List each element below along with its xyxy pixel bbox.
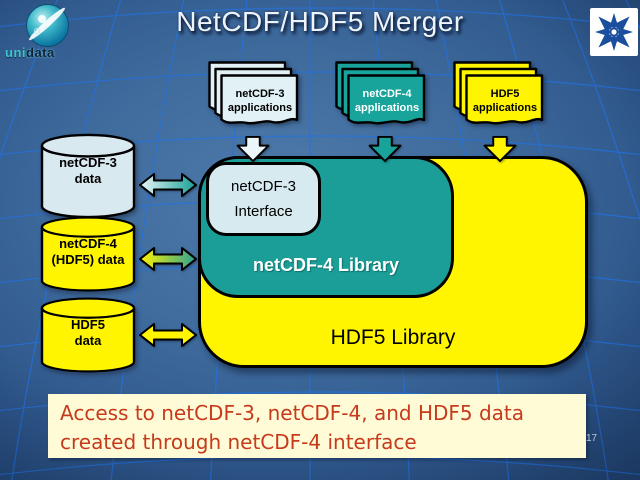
netcdf3-data-cylinder-icon	[40, 133, 136, 219]
netcdf4-data-cylinder-icon	[40, 216, 136, 292]
down-arrow-icon	[483, 136, 517, 163]
double-arrow-icon	[139, 323, 197, 347]
stack-label: netCDF-3 applications	[227, 88, 293, 114]
datastore-label: netCDF-4 (HDF5) data	[51, 236, 125, 267]
down-arrow-icon	[236, 136, 270, 163]
ncar-logo	[590, 8, 638, 56]
double-arrow-icon	[139, 247, 197, 271]
caption-box: Access to netCDF-3, netCDF-4, and HDF5 d…	[48, 394, 586, 458]
document-stack-icon	[208, 61, 299, 125]
double-arrow-icon	[139, 173, 197, 197]
datastore-label: netCDF-3 data	[59, 155, 117, 186]
unidata-wordmark-uni: uni	[5, 45, 26, 60]
hdf5-library-label: HDF5 Library	[330, 326, 456, 349]
netcdf3-applications-stack: netCDF-3 applications	[208, 61, 308, 147]
down-arrow-icon	[368, 136, 402, 163]
netcdf3-interface-box	[206, 162, 321, 236]
datastore-label: HDF5 data	[71, 317, 105, 348]
unidata-sphere-icon	[26, 4, 69, 47]
stack-label: HDF5 applications	[472, 88, 538, 114]
netcdf4-library-label: netCDF-4 Library	[252, 255, 400, 275]
document-stack-icon	[335, 61, 426, 125]
netcdf4-applications-stack: netCDF-4 applications	[335, 61, 435, 147]
eight-point-star-icon	[595, 13, 633, 51]
caption-line-1: Access to netCDF-3, netCDF-4, and HDF5 d…	[60, 401, 525, 425]
document-stack-icon	[453, 61, 544, 125]
hdf5-applications-stack: HDF5 applications	[453, 61, 553, 147]
page-number: 17	[586, 433, 598, 444]
netcdf3-interface-label: netCDF-3 Interface	[230, 178, 297, 220]
slide-title: NetCDF/HDF5 Merger	[176, 6, 464, 37]
caption-line-2: created through netCDF-4 interface	[60, 430, 417, 454]
unidata-logo: unidata	[0, 0, 90, 62]
unidata-wordmark: unidata	[5, 45, 85, 60]
unidata-wordmark-data: data	[26, 45, 55, 60]
hdf5-data-cylinder-icon	[40, 297, 136, 373]
stack-label: netCDF-4 applications	[354, 88, 420, 114]
